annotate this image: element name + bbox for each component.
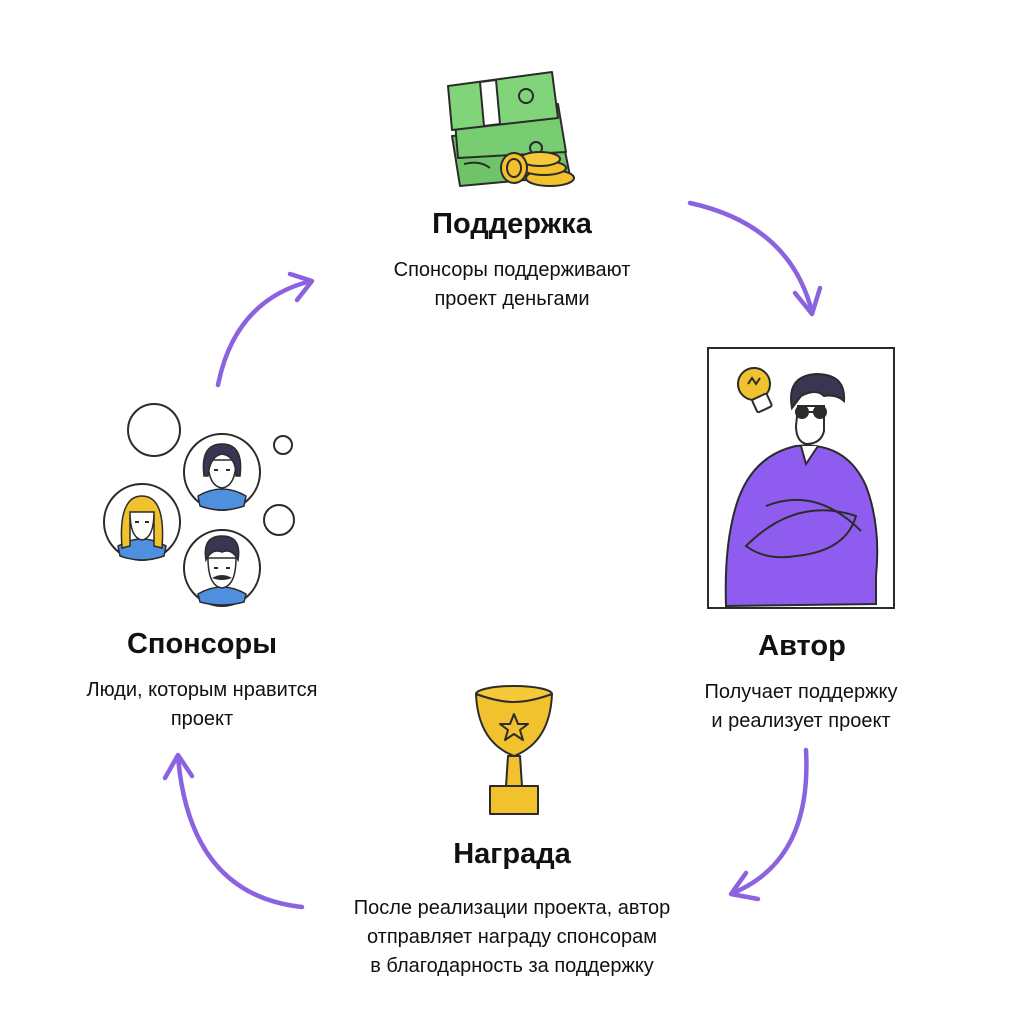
- author-description: Получает поддержку и реализует проект: [704, 681, 898, 732]
- trophy-icon: [475, 685, 553, 815]
- sponsors-title: Спонсоры: [126, 628, 277, 660]
- support-description: Спонсоры поддерживают проект деньгами: [393, 259, 631, 310]
- author-title: Автор: [758, 630, 846, 662]
- arrow-reward-to-sponsors: [162, 752, 305, 910]
- support-title: Поддержка: [432, 208, 592, 240]
- sponsors-description: Люди, которым нравится проект: [86, 679, 318, 730]
- author-portrait-icon: [707, 347, 895, 609]
- sponsor-avatar-1: [183, 433, 261, 511]
- sponsor-avatars-icon: [103, 403, 295, 607]
- arrow-sponsors-to-support: [215, 271, 315, 388]
- arrow-author-to-reward: [728, 747, 809, 902]
- sponsor-avatar-2: [103, 483, 181, 561]
- reward-title: Награда: [453, 838, 571, 870]
- money-stack-icon: [447, 71, 575, 187]
- sponsor-avatar-3: [183, 529, 261, 607]
- reward-description: После реализации проекта, автор отправля…: [353, 897, 671, 977]
- arrow-support-to-author: [687, 200, 823, 317]
- lightbulb-icon: [737, 367, 773, 414]
